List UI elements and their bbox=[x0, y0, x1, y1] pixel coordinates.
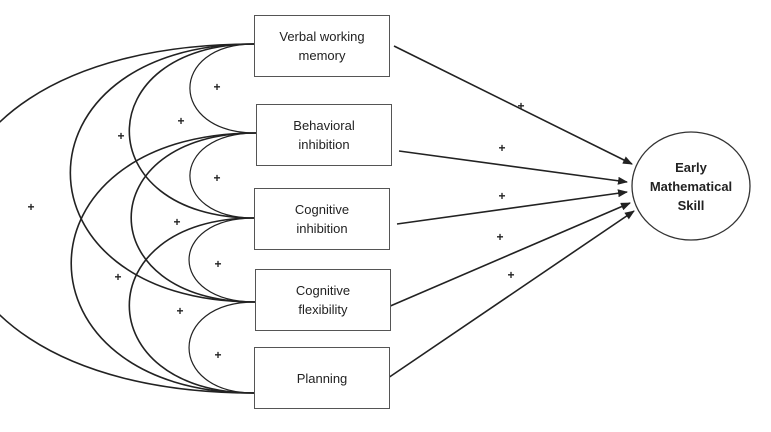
predictor-label: Cognitive inhibition bbox=[294, 202, 350, 236]
path-sign-bi: + bbox=[498, 141, 506, 155]
predictor-label: Behavioral inhibition bbox=[293, 118, 355, 152]
path-sign-cf: + bbox=[496, 230, 504, 244]
correlation-sign-vwm-cf: + bbox=[117, 129, 125, 143]
path-sign-vwm: + bbox=[517, 99, 525, 113]
path-sign-ci: + bbox=[498, 189, 506, 203]
outcome-label: Early Mathematical Skill bbox=[649, 159, 733, 213]
path-arrow-ci bbox=[396, 189, 628, 225]
predictor-label: Cognitive flexibility bbox=[295, 283, 351, 317]
predictor-box-planning: Planning bbox=[254, 347, 390, 409]
correlation-arc-bi-ci bbox=[189, 132, 257, 219]
correlation-sign-bi-ci: + bbox=[213, 171, 221, 185]
correlation-sign-vwm-ci: + bbox=[177, 114, 185, 128]
path-arrow-vwm bbox=[393, 45, 633, 165]
predictor-label: Verbal working memory bbox=[279, 29, 365, 63]
correlation-sign-vwm-bi: + bbox=[213, 80, 221, 94]
outcome-ellipse bbox=[631, 131, 751, 241]
path-arrow-pl bbox=[387, 210, 635, 379]
predictor-label: Planning bbox=[296, 370, 348, 386]
correlation-arc-vwm-cf bbox=[69, 43, 256, 303]
path-sign-pl: + bbox=[507, 268, 515, 282]
correlation-sign-ci-pl: + bbox=[176, 304, 184, 318]
correlation-arc-vwm-ci bbox=[128, 43, 255, 219]
correlation-sign-cf-pl: + bbox=[214, 348, 222, 362]
correlation-arc-bi-cf bbox=[130, 132, 257, 303]
path-arrow-cf bbox=[387, 202, 631, 308]
correlation-arc-cf-pl bbox=[188, 301, 256, 394]
correlation-arc-vwm-bi bbox=[189, 43, 257, 134]
predictor-box-cognitive-flexibility: Cognitive flexibility bbox=[255, 269, 391, 331]
correlation-sign-vwm-pl: + bbox=[27, 200, 35, 214]
path-arrow-bi bbox=[398, 150, 628, 185]
correlation-arc-ci-cf bbox=[188, 217, 256, 303]
predictor-box-verbal-working-memory: Verbal working memory bbox=[254, 15, 390, 77]
correlation-sign-bi-cf: + bbox=[173, 215, 181, 229]
correlation-sign-ci-cf: + bbox=[214, 257, 222, 271]
predictor-box-behavioral-inhibition: Behavioral inhibition bbox=[256, 104, 392, 166]
correlation-arc-vwm-pl bbox=[0, 43, 255, 394]
predictor-box-cognitive-inhibition: Cognitive inhibition bbox=[254, 188, 390, 250]
correlation-sign-bi-pl: + bbox=[114, 270, 122, 284]
correlation-arc-bi-pl bbox=[70, 132, 257, 394]
correlation-arc-ci-pl bbox=[128, 217, 255, 394]
